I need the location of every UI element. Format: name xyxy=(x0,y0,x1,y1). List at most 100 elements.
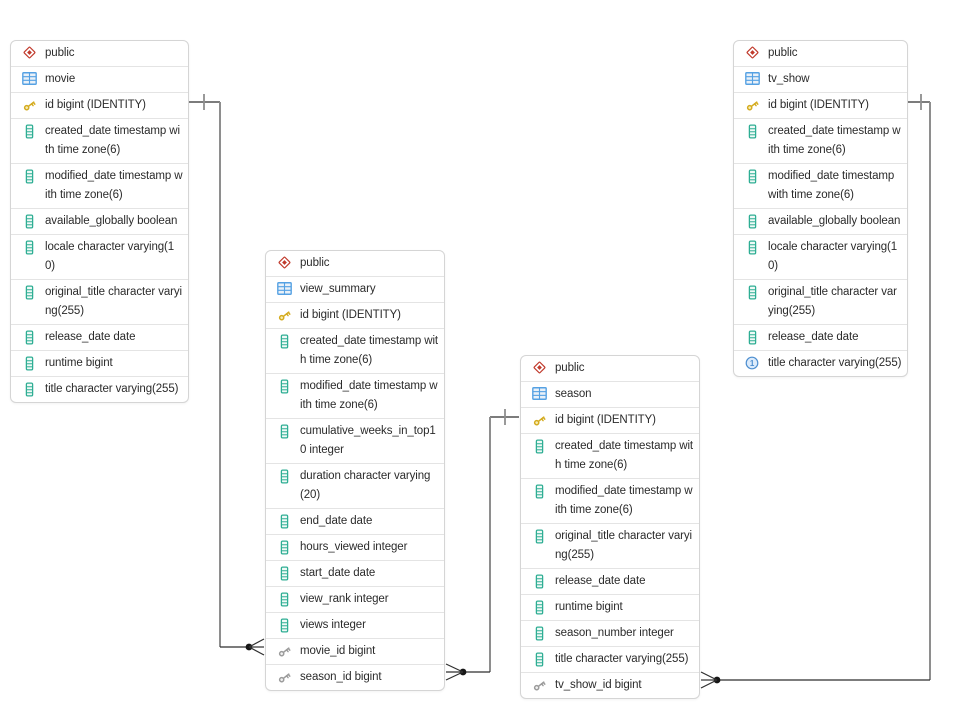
column-row-label: modified_date timestamp with time zone(6… xyxy=(45,170,183,201)
table-name-row[interactable]: movie xyxy=(11,66,188,92)
column-row[interactable]: available_globally boolean xyxy=(734,208,907,234)
table-movie[interactable]: public movie id bigint (IDENTITY) created_d… xyxy=(10,40,189,403)
column-row[interactable]: id bigint (IDENTITY) xyxy=(11,92,188,118)
schema-row-label: public xyxy=(300,257,330,269)
column-row[interactable]: duration character varying(20) xyxy=(266,463,444,508)
column-icon xyxy=(276,591,292,607)
column-row[interactable]: start_date date xyxy=(266,560,444,586)
table-icon xyxy=(531,386,547,400)
column-row-label: season_id bigint xyxy=(300,671,382,683)
column-row[interactable]: season_number integer xyxy=(521,620,699,646)
column-row[interactable]: release_date date xyxy=(11,324,188,350)
unique-index-icon: 1 xyxy=(744,356,760,370)
column-icon xyxy=(531,573,547,589)
column-icon xyxy=(276,513,292,529)
foreign-key-icon xyxy=(531,678,547,693)
column-row[interactable]: id bigint (IDENTITY) xyxy=(266,302,444,328)
column-row[interactable]: end_date date xyxy=(266,508,444,534)
column-row[interactable]: release_date date xyxy=(521,568,699,594)
column-row[interactable]: cumulative_weeks_in_top10 integer xyxy=(266,418,444,463)
schema-row[interactable]: public xyxy=(521,356,699,381)
relation-tv_show-season[interactable] xyxy=(700,94,931,689)
column-icon xyxy=(744,168,760,184)
column-row-label: views integer xyxy=(300,619,366,631)
column-icon xyxy=(21,123,37,139)
table-name-row[interactable]: tv_show xyxy=(734,66,907,92)
column-row[interactable]: release_date date xyxy=(734,324,907,350)
schema-row[interactable]: public xyxy=(266,251,444,276)
column-row-label: end_date date xyxy=(300,515,373,527)
column-row[interactable]: created_date timestamp with time zone(6) xyxy=(734,118,907,163)
relation-movie-view_summary[interactable] xyxy=(189,94,265,656)
column-icon xyxy=(21,355,37,371)
column-icon xyxy=(744,213,760,229)
column-row[interactable]: runtime bigint xyxy=(11,350,188,376)
column-row[interactable]: season_id bigint xyxy=(266,664,444,690)
column-icon xyxy=(276,468,292,484)
column-row-label: release_date date xyxy=(555,575,646,587)
relation-season-view_summary[interactable] xyxy=(445,409,519,681)
table-icon xyxy=(21,71,37,85)
column-row[interactable]: modified_date timestamp with time zone(6… xyxy=(11,163,188,208)
column-row[interactable]: available_globally boolean xyxy=(11,208,188,234)
column-row[interactable]: modified_date timestamp with time zone(6… xyxy=(734,163,907,208)
primary-key-icon xyxy=(744,98,760,113)
column-row[interactable]: view_rank integer xyxy=(266,586,444,612)
column-row[interactable]: original_title character varying(255) xyxy=(734,279,907,324)
schema-row-label: public xyxy=(45,47,75,59)
table-name-row[interactable]: view_summary xyxy=(266,276,444,302)
schema-row[interactable]: public xyxy=(11,41,188,66)
column-icon xyxy=(21,168,37,184)
column-row[interactable]: title character varying(255) xyxy=(11,376,188,402)
column-row[interactable]: title character varying(255) xyxy=(521,646,699,672)
schema-row[interactable]: public xyxy=(734,41,907,66)
column-icon xyxy=(21,239,37,255)
column-row[interactable]: original_title character varying(255) xyxy=(11,279,188,324)
table-icon xyxy=(276,281,292,295)
column-row[interactable]: locale character varying(10) xyxy=(734,234,907,279)
column-row[interactable]: hours_viewed integer xyxy=(266,534,444,560)
column-row-label: original_title character varying(255) xyxy=(45,286,182,317)
schema-icon xyxy=(531,361,547,374)
column-row[interactable]: movie_id bigint xyxy=(266,638,444,664)
column-row[interactable]: modified_date timestamp with time zone(6… xyxy=(521,478,699,523)
column-icon xyxy=(21,329,37,345)
column-row-label: hours_viewed integer xyxy=(300,541,408,553)
schema-icon xyxy=(21,46,37,59)
column-row-label: release_date date xyxy=(768,331,859,343)
column-row[interactable]: id bigint (IDENTITY) xyxy=(734,92,907,118)
column-row[interactable]: original_title character varying(255) xyxy=(521,523,699,568)
svg-text:1: 1 xyxy=(750,358,755,367)
column-row-label: id bigint (IDENTITY) xyxy=(45,99,146,111)
column-row-label: release_date date xyxy=(45,331,136,343)
column-row-label: season_number integer xyxy=(555,627,674,639)
column-row-label: modified_date timestamp with time zone(6… xyxy=(300,380,438,411)
column-icon xyxy=(531,438,547,454)
foreign-key-icon xyxy=(276,644,292,659)
column-icon xyxy=(276,333,292,349)
column-row[interactable]: tv_show_id bigint xyxy=(521,672,699,698)
primary-key-icon xyxy=(21,98,37,113)
column-icon xyxy=(744,284,760,300)
schema-icon xyxy=(276,256,292,269)
column-row[interactable]: id bigint (IDENTITY) xyxy=(521,407,699,433)
column-row-label: view_rank integer xyxy=(300,593,389,605)
table-name-row-label: tv_show xyxy=(768,73,810,85)
column-row[interactable]: 1 title character varying(255) xyxy=(734,350,907,376)
column-icon xyxy=(276,565,292,581)
column-row[interactable]: created_date timestamp with time zone(6) xyxy=(266,328,444,373)
column-row[interactable]: locale character varying(10) xyxy=(11,234,188,279)
table-name-row[interactable]: season xyxy=(521,381,699,407)
column-row-label: title character varying(255) xyxy=(768,357,902,369)
column-row[interactable]: modified_date timestamp with time zone(6… xyxy=(266,373,444,418)
column-row[interactable]: runtime bigint xyxy=(521,594,699,620)
column-row[interactable]: created_date timestamp with time zone(6) xyxy=(11,118,188,163)
column-row[interactable]: created_date timestamp with time zone(6) xyxy=(521,433,699,478)
column-icon xyxy=(744,329,760,345)
column-row[interactable]: views integer xyxy=(266,612,444,638)
column-icon xyxy=(21,284,37,300)
